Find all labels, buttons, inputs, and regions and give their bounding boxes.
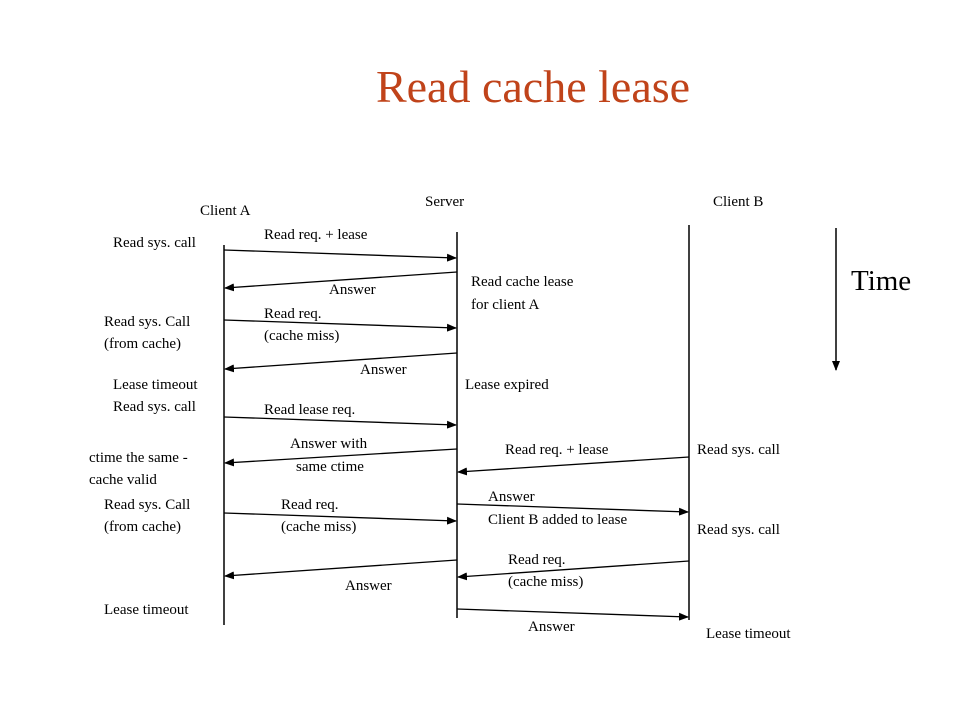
message-label: Answer [528,619,575,635]
client-a-note: Read sys. call [113,235,196,251]
client-a-note: Lease timeout [113,377,198,393]
message-label: Read req. [264,306,322,322]
arrow-answer-1 [224,271,458,292]
arrow-answer-3 [224,559,458,580]
message-label: Read req. + lease [264,227,368,243]
diagram-title: Read cache lease [375,61,691,112]
client-a-note: ctime the same - [89,450,188,466]
arrow-read-req-miss-1 [223,319,457,332]
client-a-note: (from cache) [104,519,182,535]
arrow-read-lease-req [223,416,457,429]
arrow-answer-4 [456,608,689,621]
client-a-note: (from cache) [104,336,182,352]
client-a-note: Read sys. Call [104,314,191,330]
time-label: Time [851,265,912,297]
message-label: Client B added to lease [488,512,628,528]
message-label: Read lease req. [264,402,356,418]
message-label: Read req. + lease [505,442,609,458]
actor-client-a: Client A [200,203,251,219]
message-label: (cache miss) [281,519,357,535]
actor-server: Server [425,194,465,210]
message-label: Answer [345,578,392,594]
arrow-read-req-lease-a [223,249,457,262]
arrow-answer-same-ctime [224,448,458,467]
message-label: (cache miss) [508,574,584,590]
message-label: Answer [329,282,376,298]
server-note: for client A [471,297,540,313]
arrow-read-req-lease-b [457,456,690,476]
message-label: Read req. [508,552,566,568]
client-a-note: Read sys. call [113,399,196,415]
client-a-note: cache valid [89,472,157,488]
arrow-read-req-miss-2 [223,512,457,525]
message-label: Answer with [290,436,368,452]
message-label: Read req. [281,497,339,513]
client-b-note: Lease timeout [706,626,791,642]
message-label: (cache miss) [264,328,340,344]
client-b-note: Read sys. call [697,522,780,538]
arrow-answer-2 [224,352,458,373]
server-note: Lease expired [465,377,549,393]
message-label: Answer [488,489,535,505]
message-label: Answer [360,362,407,378]
client-a-note: Read sys. Call [104,497,191,513]
message-label: same ctime [296,459,364,475]
arrow-read-req-miss-b [457,560,690,581]
client-b-note: Read sys. call [697,442,780,458]
client-a-note: Lease timeout [104,602,189,618]
arrow-answer-client-b [456,503,689,516]
server-note: Read cache lease [471,274,574,290]
actor-client-b: Client B [713,194,764,210]
